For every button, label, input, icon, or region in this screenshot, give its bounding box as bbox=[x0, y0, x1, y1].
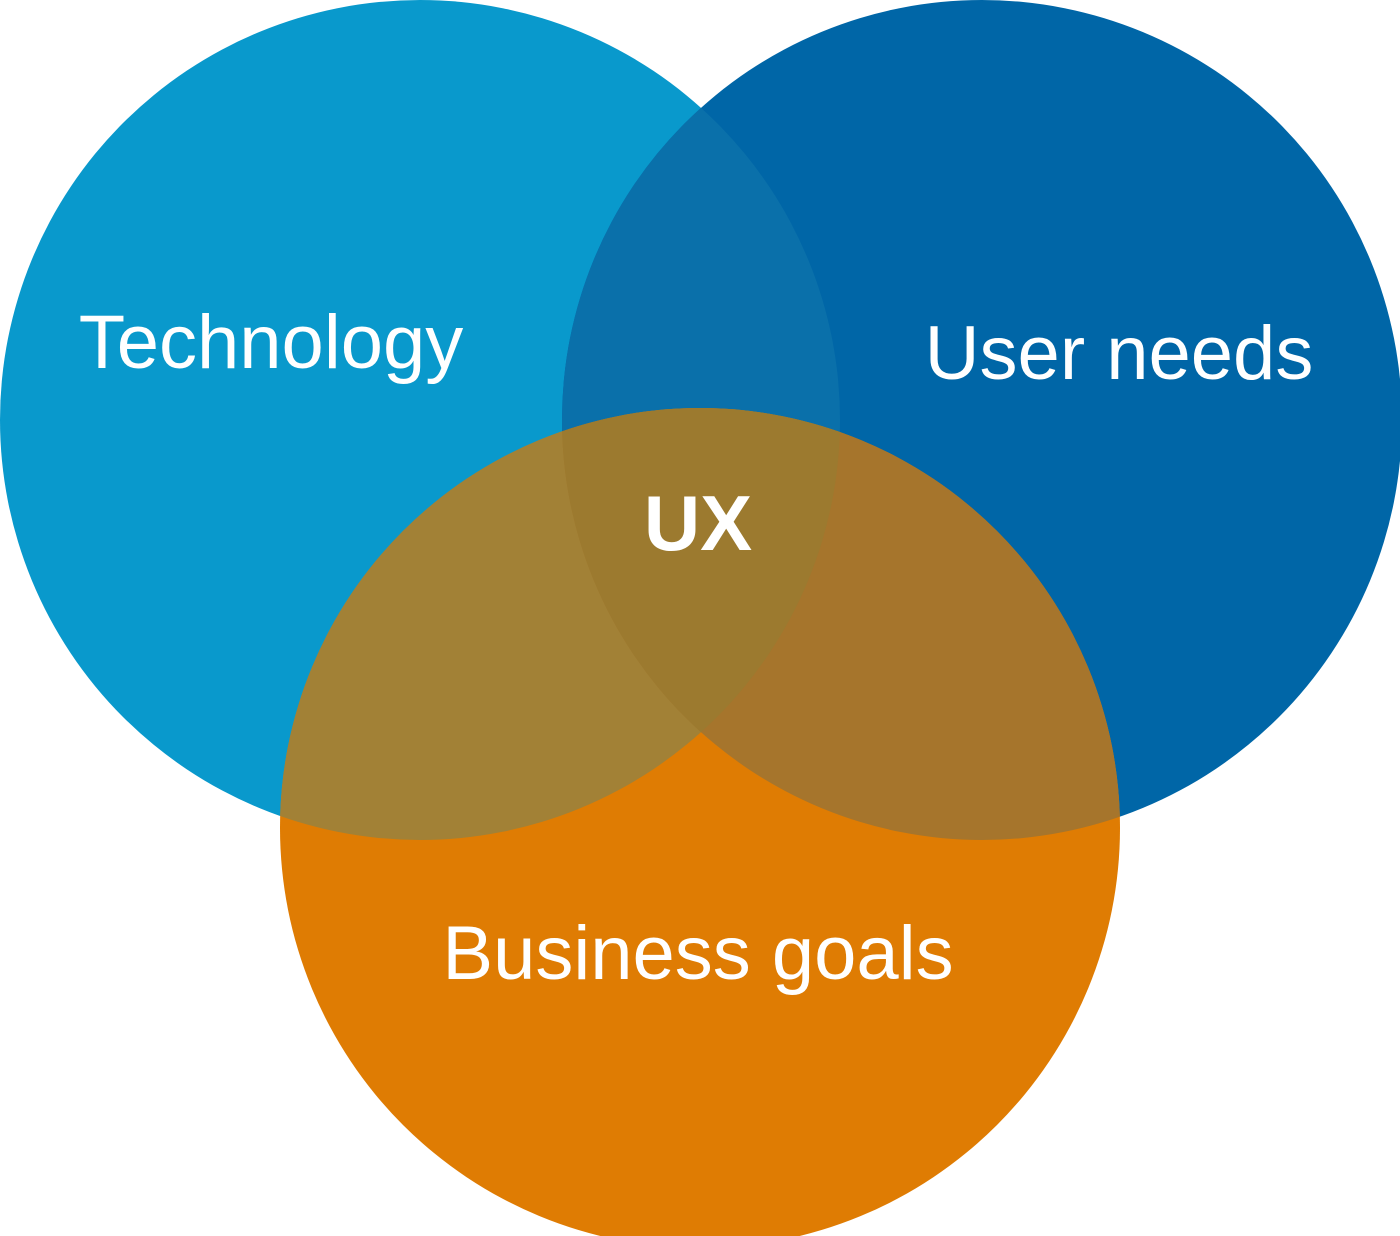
technology-label: Technology bbox=[79, 300, 464, 385]
user-needs-label: User needs bbox=[925, 311, 1314, 396]
business-goals-label: Business goals bbox=[442, 911, 953, 996]
ux-center-label: UX bbox=[644, 479, 752, 567]
